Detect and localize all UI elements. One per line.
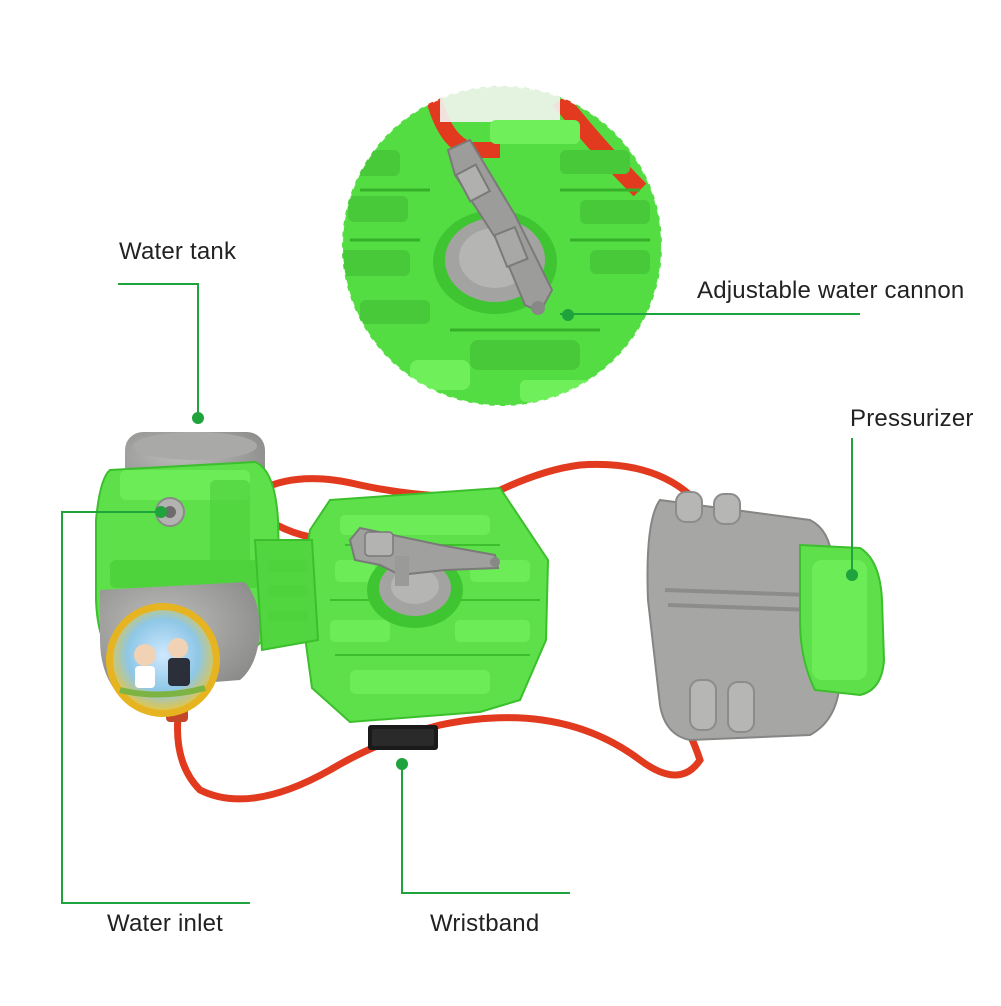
cannon-nozzle-zoom bbox=[446, 138, 554, 315]
water-tank-label: Water tank bbox=[119, 238, 237, 265]
leader-dots bbox=[155, 309, 858, 770]
pressurizer-label: Pressurizer bbox=[850, 405, 974, 432]
water-cannon bbox=[348, 526, 500, 586]
leader-lines bbox=[61, 283, 860, 904]
water-inlet-label: Water inlet bbox=[107, 910, 224, 937]
water-inlet-marker-dot bbox=[155, 506, 167, 518]
zoom-detail bbox=[341, 85, 663, 407]
water-tank-marker-dot bbox=[192, 412, 204, 424]
cannon-marker-dot bbox=[562, 309, 574, 321]
adjustable-water-cannon-label: Adjustable water cannon bbox=[697, 277, 965, 304]
pressurizer-marker-dot bbox=[846, 569, 858, 581]
gauntlet-body bbox=[253, 486, 550, 724]
water-tank bbox=[95, 432, 282, 717]
pressurizer bbox=[646, 491, 886, 742]
wristband-marker-dot bbox=[396, 758, 408, 770]
wristband-label: Wristband bbox=[430, 910, 540, 937]
